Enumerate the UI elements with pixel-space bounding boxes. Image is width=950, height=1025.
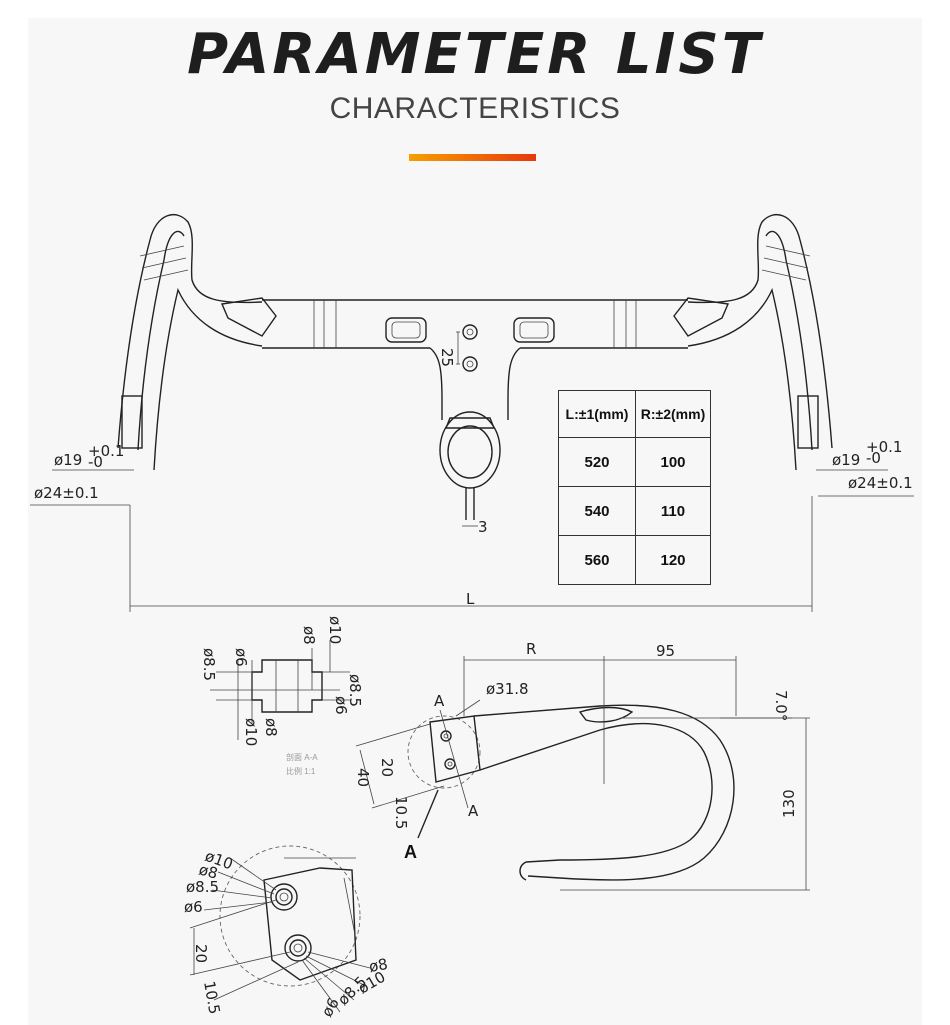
dim-25: 25 (438, 348, 456, 367)
page-subtitle: CHARACTERISTICS (329, 92, 621, 125)
table-cell-l: 560 (558, 535, 636, 585)
dim-left-outer: ø24±0.1 (34, 484, 99, 502)
section-note: 剖面 A-A (286, 752, 318, 762)
dim-105: 10.5 (392, 796, 410, 829)
table-header-r: R:±2(mm) (635, 390, 711, 438)
size-spec-table: L:±1(mm) R:±2(mm) 520 100 540 110 560 12… (558, 390, 711, 585)
dim-3: 3 (478, 518, 488, 536)
dim-sec-8b: ø8 (262, 718, 280, 737)
dim-sec-10b: ø10 (242, 718, 260, 746)
det-8b: ø8 (368, 955, 390, 976)
dim-clamp: ø31.8 (486, 680, 529, 698)
clamp-section-detail (210, 640, 350, 740)
det-8a: ø8 (197, 860, 220, 882)
table-cell-r: 120 (635, 535, 711, 585)
page-title: PARAMETER LIST (187, 22, 763, 87)
tol-plus-right: +0.1 (866, 438, 902, 456)
drop-side-view (407, 704, 735, 881)
det-6a: ø6 (184, 898, 203, 916)
det-85a: ø8.5 (186, 878, 219, 896)
dim-95: 95 (656, 642, 675, 660)
table-row: 560 120 (558, 535, 711, 585)
table-cell-r: 100 (635, 437, 711, 487)
dim-sec-10a: ø10 (326, 616, 344, 644)
dim-sec-8a: ø8 (300, 626, 318, 645)
dim-right-outer: ø24±0.1 (848, 474, 913, 492)
dim-130: 130 (780, 789, 798, 818)
detail-a-view (219, 845, 361, 987)
table-cell-l: 540 (558, 486, 636, 536)
dim-right-inner: ø19 (832, 451, 860, 469)
table-row: 520 100 (558, 437, 711, 487)
dim-sec-6b: ø6 (332, 696, 350, 715)
dim-angle: 7.0° (772, 690, 790, 721)
tol-plus-left: +0.1 (88, 442, 124, 460)
table-header-l: L:±1(mm) (558, 390, 636, 438)
table-cell-l: 520 (558, 437, 636, 487)
section-mark-bottom: A (468, 802, 479, 820)
dim-R: R (526, 640, 536, 658)
dim-sec-85a: ø8.5 (200, 648, 218, 681)
scale-note: 比例 1:1 (286, 766, 316, 776)
dim-left-inner: ø19 (54, 451, 82, 469)
table-header-row: L:±1(mm) R:±2(mm) (558, 390, 711, 438)
section-label-a: A (404, 842, 417, 862)
dim-20: 20 (378, 758, 396, 777)
tol-minus-left: -0 (88, 453, 103, 471)
content-panel (28, 18, 922, 1025)
tol-minus-right: -0 (866, 449, 881, 467)
handlebar-top-view (117, 213, 833, 520)
det-20: 20 (192, 944, 210, 963)
det-105: 10.5 (200, 980, 224, 1016)
table-cell-r: 110 (635, 486, 711, 536)
dim-40: 40 (354, 768, 372, 787)
dim-sec-6a: ø6 (232, 648, 250, 667)
section-mark-top: A (434, 692, 445, 710)
dim-L: L (466, 590, 475, 608)
dim-sec-85b: ø8.5 (346, 674, 364, 707)
accent-bar (409, 154, 536, 161)
table-row: 540 110 (558, 486, 711, 536)
